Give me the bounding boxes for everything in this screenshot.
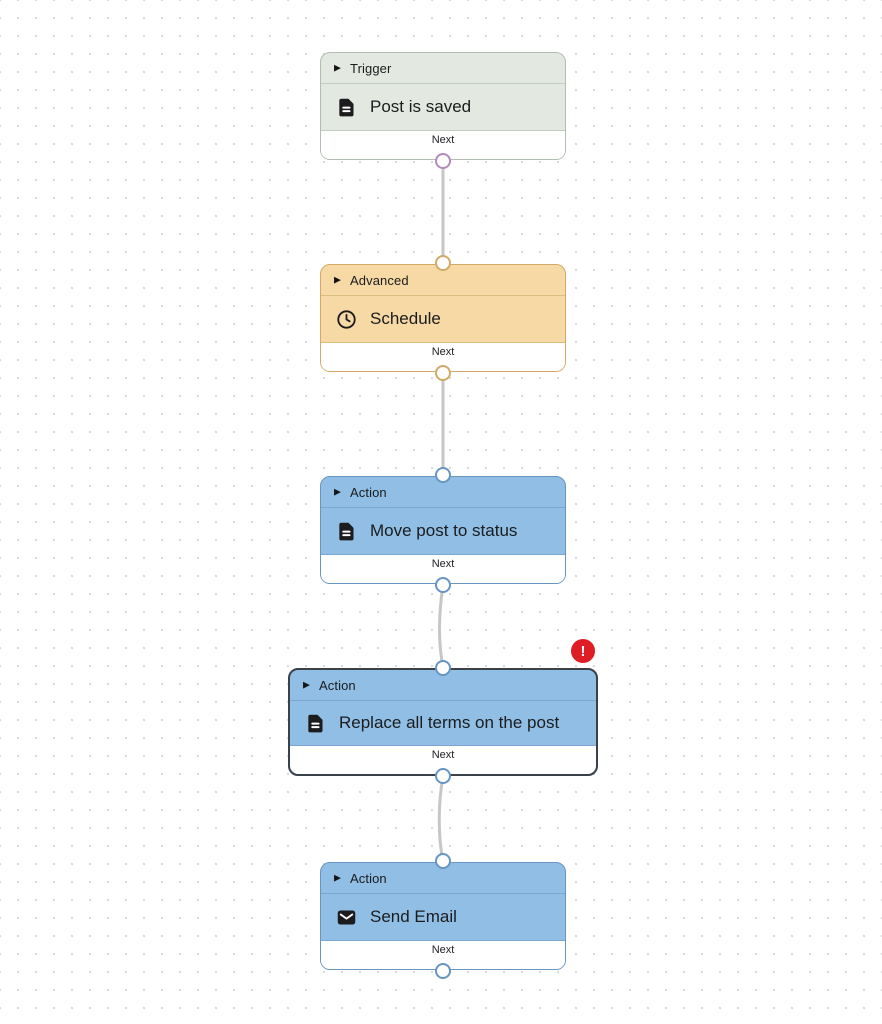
output-port[interactable]: [435, 153, 451, 169]
node-body[interactable]: Send Email: [321, 894, 565, 940]
node-category-label: Action: [319, 677, 356, 693]
output-port[interactable]: [435, 577, 451, 593]
node-advanced-schedule[interactable]: ▶ Advanced Schedule Next: [320, 255, 566, 381]
output-port[interactable]: [435, 963, 451, 979]
error-badge[interactable]: !: [571, 639, 595, 663]
next-label: Next: [431, 749, 455, 761]
node-header[interactable]: ▶ Action: [321, 863, 565, 894]
node-title: Send Email: [370, 907, 457, 926]
next-label: Next: [431, 134, 455, 146]
node-header[interactable]: ▶ Action: [321, 477, 565, 508]
node-title: Post is saved: [370, 97, 472, 116]
next-label: Next: [431, 944, 455, 956]
node-action-send-email[interactable]: ▶ Action Send Email Next: [320, 853, 566, 979]
collapse-triangle-icon[interactable]: ▶: [334, 872, 342, 882]
node-title: Schedule: [370, 309, 441, 328]
collapse-triangle-icon[interactable]: ▶: [303, 679, 311, 689]
next-label: Next: [431, 346, 455, 358]
node-body[interactable]: Move post to status: [321, 508, 565, 554]
node-category-label: Trigger: [350, 60, 392, 76]
node-body[interactable]: Replace all terms on the post: [290, 701, 596, 745]
connector-action1-action2: [438, 584, 445, 668]
node-trigger-post-is-saved[interactable]: ▶ Trigger Post is saved Next: [320, 52, 566, 169]
mail-icon: [336, 907, 357, 928]
node-action-move-post-to-status[interactable]: ▶ Action Move post to status Next: [320, 467, 566, 593]
node-title: Replace all terms on the post: [339, 713, 560, 732]
input-port[interactable]: [435, 467, 451, 483]
next-label: Next: [431, 558, 455, 570]
input-port[interactable]: [435, 660, 451, 676]
node-action-replace-all-terms[interactable]: ! ▶ Action Replace all terms on the post…: [288, 639, 598, 784]
node-header[interactable]: ▶ Action: [290, 670, 596, 701]
clock-icon: [336, 309, 357, 330]
document-icon: [336, 97, 357, 118]
node-header[interactable]: ▶ Advanced: [321, 265, 565, 296]
node-category-label: Action: [350, 484, 387, 500]
collapse-triangle-icon[interactable]: ▶: [334, 486, 342, 496]
node-title: Move post to status: [370, 521, 518, 540]
node-category-label: Advanced: [350, 272, 409, 288]
output-port[interactable]: [435, 768, 451, 784]
collapse-triangle-icon[interactable]: ▶: [334, 274, 342, 284]
node-body[interactable]: Schedule: [321, 296, 565, 342]
input-port[interactable]: [435, 853, 451, 869]
document-icon: [305, 713, 326, 734]
node-header[interactable]: ▶ Trigger: [321, 53, 565, 84]
node-category-label: Action: [350, 870, 387, 886]
input-port[interactable]: [435, 255, 451, 271]
document-icon: [336, 521, 357, 542]
output-port[interactable]: [435, 365, 451, 381]
collapse-triangle-icon[interactable]: ▶: [334, 62, 342, 72]
connector-action2-action3: [437, 776, 445, 862]
node-body[interactable]: Post is saved: [321, 84, 565, 130]
